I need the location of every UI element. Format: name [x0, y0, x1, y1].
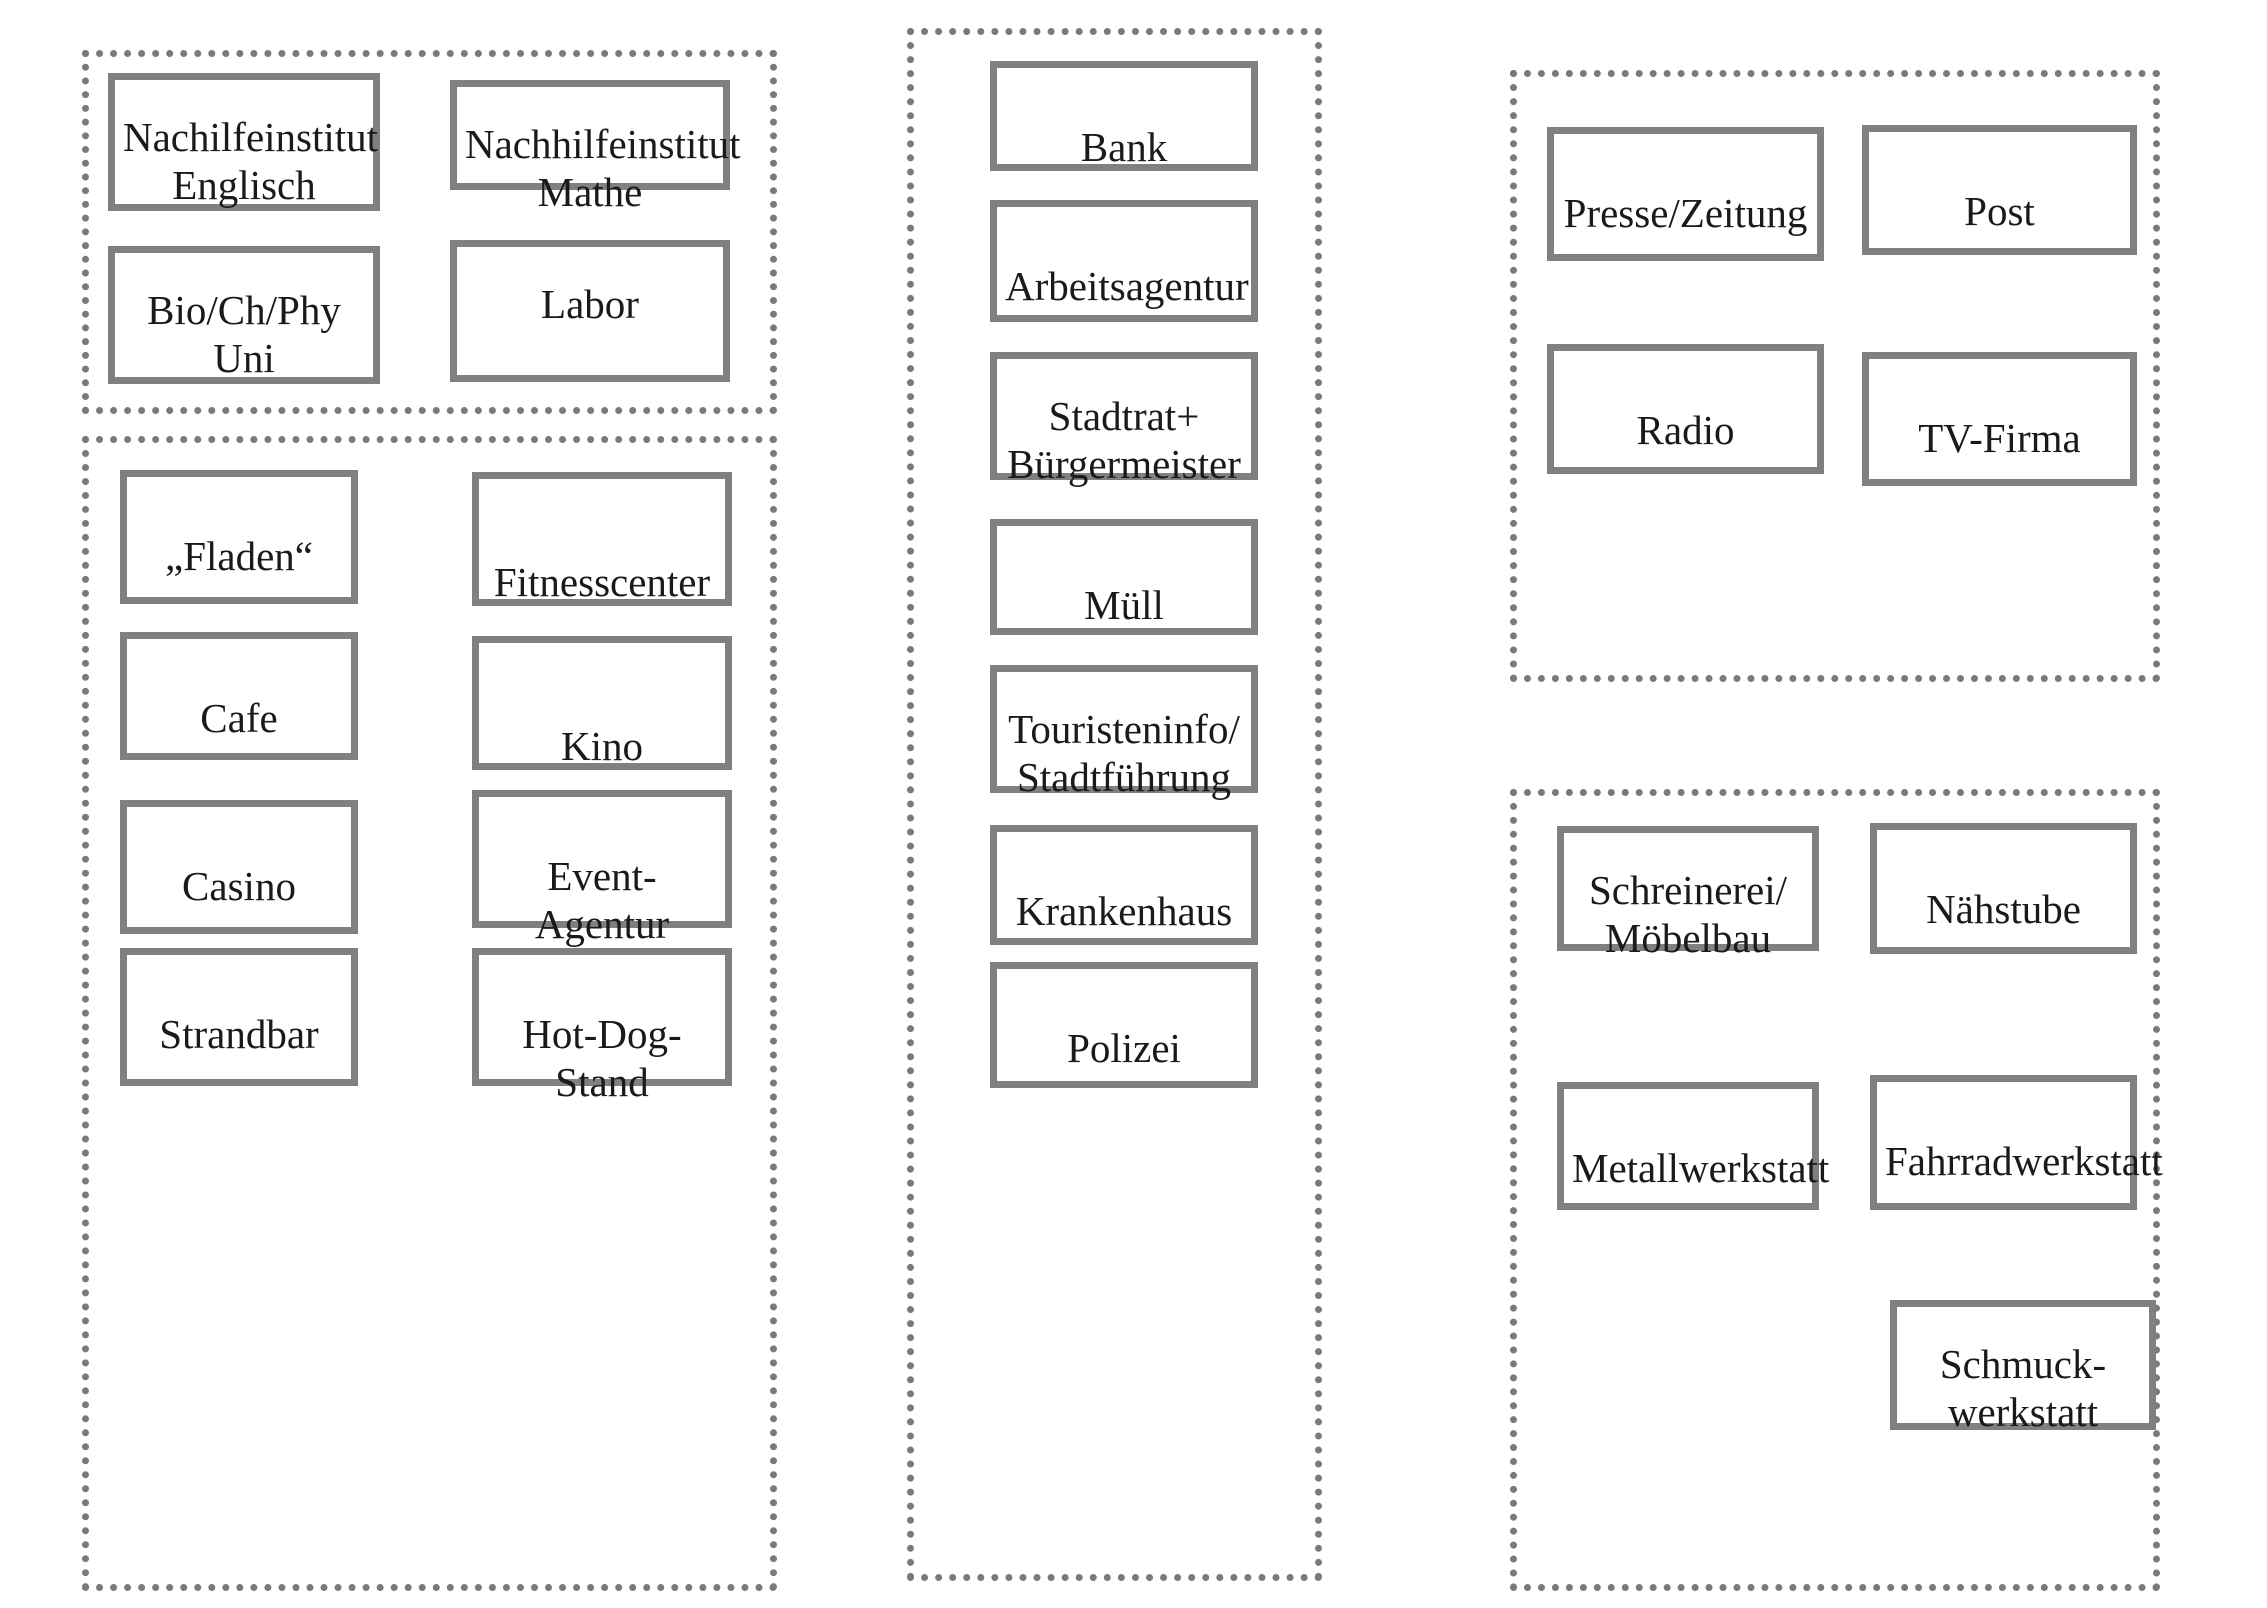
box-strandbar[interactable]: Strandbar [120, 948, 358, 1086]
box-label: Cafe [200, 695, 278, 741]
box-label: Polizei [1067, 1025, 1181, 1071]
group-education [82, 50, 777, 414]
box-label: Radio [1636, 407, 1735, 453]
box-label: Nachhilfeinstitut Mathe [465, 121, 741, 215]
box-schreinerei-moebelbau[interactable]: Schreinerei/ Möbelbau [1557, 826, 1819, 961]
box-label: Nähstube [1926, 886, 2081, 932]
box-label: Stadtrat+ Bürgermeister [1007, 393, 1241, 487]
box-hot-dog-stand[interactable]: Hot-Dog-Stand [472, 948, 732, 1105]
box-fahrradwerkstatt[interactable]: Fahrradwerkstatt [1870, 1075, 2163, 1210]
box-label: Event-Agentur [534, 853, 670, 947]
box-label: Presse/Zeitung [1563, 190, 1808, 236]
box-radio[interactable]: Radio [1547, 344, 1824, 474]
box-casino[interactable]: Casino [120, 800, 358, 934]
box-cafe[interactable]: Cafe [120, 632, 358, 760]
box-naehstube[interactable]: Nähstube [1870, 823, 2137, 954]
box-tv-firma[interactable]: TV-Firma [1862, 352, 2137, 486]
box-label: Müll [1084, 582, 1164, 628]
box-bank[interactable]: Bank [990, 61, 1258, 171]
box-label: Post [1964, 188, 2035, 234]
box-krankenhaus[interactable]: Krankenhaus [990, 825, 1258, 945]
box-nachhilfeinstitut-mathe[interactable]: Nachhilfeinstitut Mathe [450, 80, 741, 215]
box-label: Casino [182, 863, 296, 909]
box-label: Hot-Dog-Stand [522, 1011, 682, 1105]
group-media [1510, 70, 2160, 682]
box-post[interactable]: Post [1862, 125, 2137, 255]
box-label: Arbeitsagentur [1005, 263, 1249, 309]
box-presse-zeitung[interactable]: Presse/Zeitung [1547, 127, 1824, 261]
group-crafts [1510, 789, 2160, 1591]
box-label: Kino [561, 723, 643, 769]
box-label: „Fladen“ [165, 533, 313, 579]
box-arbeitsagentur[interactable]: Arbeitsagentur [990, 200, 1258, 322]
box-fladen[interactable]: „Fladen“ [120, 470, 358, 604]
box-label: Strandbar [159, 1011, 319, 1057]
box-label: Bank [1080, 124, 1168, 170]
box-muell[interactable]: Müll [990, 519, 1258, 635]
box-schmuckwerkstatt[interactable]: Schmuck- werkstatt [1890, 1300, 2156, 1435]
box-label: Metallwerkstatt [1572, 1145, 1830, 1191]
box-kino[interactable]: Kino [472, 636, 732, 770]
box-label: Bio/Ch/Phy Uni [147, 287, 341, 381]
box-label: Touristeninfo/ Stadtführung [1008, 706, 1240, 800]
box-label: Schmuck- werkstatt [1939, 1341, 2107, 1435]
box-label: Nachilfeinstitut Englisch [123, 114, 379, 208]
box-label: Fitnesscenter [493, 559, 711, 605]
box-polizei[interactable]: Polizei [990, 962, 1258, 1088]
box-nachilfeinstitut-englisch[interactable]: Nachilfeinstitut Englisch [108, 73, 380, 211]
group-leisure [82, 436, 777, 1591]
box-metallwerkstatt[interactable]: Metallwerkstatt [1557, 1082, 1830, 1210]
group-public-services [907, 28, 1322, 1581]
box-label: Schreinerei/ Möbelbau [1588, 867, 1788, 961]
box-label: Krankenhaus [1015, 888, 1233, 934]
box-fitnesscenter[interactable]: Fitnesscenter [472, 472, 732, 606]
box-bio-ch-phy-uni[interactable]: Bio/Ch/Phy Uni [108, 246, 380, 384]
box-label: TV-Firma [1918, 415, 2081, 461]
box-label: Fahrradwerkstatt [1885, 1138, 2163, 1184]
box-stadtrat-buergermeister[interactable]: Stadtrat+ Bürgermeister [990, 352, 1258, 487]
box-label: Labor [541, 281, 639, 327]
box-event-agentur[interactable]: Event-Agentur [472, 790, 732, 947]
box-touristeninfo-stadtfuehrung[interactable]: Touristeninfo/ Stadtführung [990, 665, 1258, 800]
box-labor[interactable]: Labor [450, 240, 730, 382]
